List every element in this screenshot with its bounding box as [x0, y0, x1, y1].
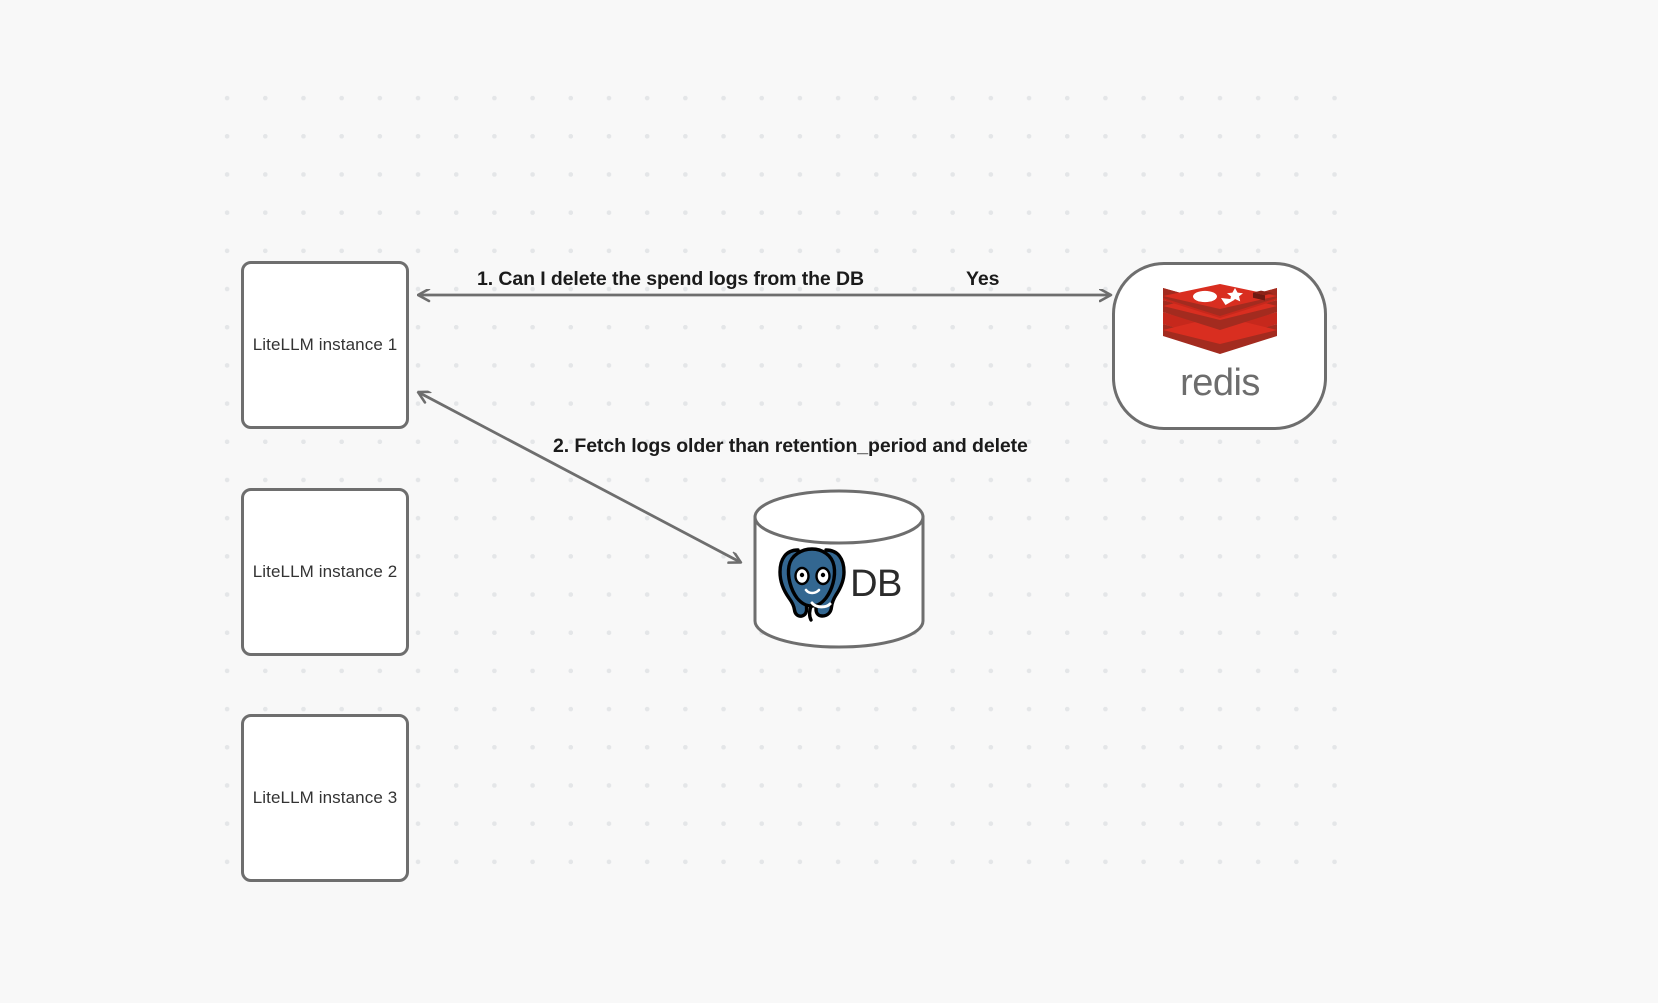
- node-litellm-instance-3[interactable]: LiteLLM instance 3: [241, 714, 409, 882]
- node-litellm-instance-1[interactable]: LiteLLM instance 1: [241, 261, 409, 429]
- node-database[interactable]: DB: [752, 489, 926, 649]
- node-redis[interactable]: redis: [1112, 262, 1327, 430]
- redis-logo-icon: redis: [1158, 284, 1282, 404]
- edge-db-to-litellm1: [418, 392, 740, 562]
- postgresql-elephant-icon: [778, 547, 846, 622]
- svg-text:redis: redis: [1180, 364, 1260, 404]
- node-litellm-instance-1-label: LiteLLM instance 1: [252, 335, 398, 354]
- edge-label-step-2: 2. Fetch logs older than retention_perio…: [553, 435, 1028, 457]
- redis-wordmark: redis: [1180, 364, 1260, 404]
- edge-label-step-1: 1. Can I delete the spend logs from the …: [477, 268, 864, 290]
- database-label: DB: [850, 562, 902, 605]
- redis-cube-stack-icon: [1162, 284, 1277, 354]
- node-litellm-instance-2-label: LiteLLM instance 2: [252, 562, 398, 581]
- edge-label-step-1-answer: Yes: [966, 268, 1000, 290]
- node-litellm-instance-2[interactable]: LiteLLM instance 2: [241, 488, 409, 656]
- node-litellm-instance-3-label: LiteLLM instance 3: [252, 788, 398, 807]
